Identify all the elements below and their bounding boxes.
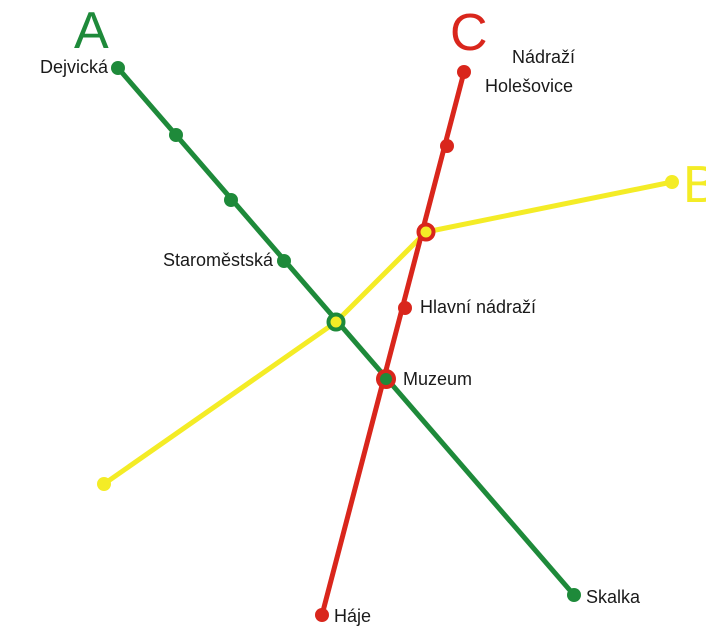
station-muzeum-transfer-marker[interactable] xyxy=(376,369,396,389)
station-nadrazi-holesovice-label-line2: Holešovice xyxy=(485,76,573,96)
line-a-track xyxy=(116,66,576,597)
station-staromestska-label: Staroměstská xyxy=(163,250,274,270)
station-dot[interactable] xyxy=(169,128,183,142)
transfer-b-c-marker[interactable] xyxy=(416,222,436,242)
station-haje-label: Háje xyxy=(334,606,371,626)
line-b-letter: B xyxy=(683,156,706,214)
station-haje-dot[interactable] xyxy=(315,608,329,622)
station-staromestska-dot[interactable] xyxy=(277,254,291,268)
station-dot[interactable] xyxy=(97,477,111,491)
station-dejvicka-label: Dejvická xyxy=(40,57,109,77)
station-dot[interactable] xyxy=(440,139,454,153)
line-c-track xyxy=(319,71,467,616)
station-hlavni-nadrazi-label: Hlavní nádraží xyxy=(420,297,536,317)
transfer-a-b-marker[interactable] xyxy=(326,312,346,332)
line-a-letter: A xyxy=(74,2,109,60)
station-skalka-dot[interactable] xyxy=(567,588,581,602)
station-hlavni-nadrazi-dot[interactable] xyxy=(398,301,412,315)
line-b-track xyxy=(102,179,673,487)
station-nadrazi-holesovice-dot[interactable] xyxy=(457,65,471,79)
station-muzeum-label: Muzeum xyxy=(403,369,472,389)
line-c-letter: C xyxy=(450,4,488,62)
station-dot[interactable] xyxy=(665,175,679,189)
station-dot[interactable] xyxy=(224,193,238,207)
station-skalka-label: Skalka xyxy=(586,587,641,607)
station-nadrazi-holesovice-label-line1: Nádraží xyxy=(512,47,575,67)
station-dejvicka-dot[interactable] xyxy=(111,61,125,75)
